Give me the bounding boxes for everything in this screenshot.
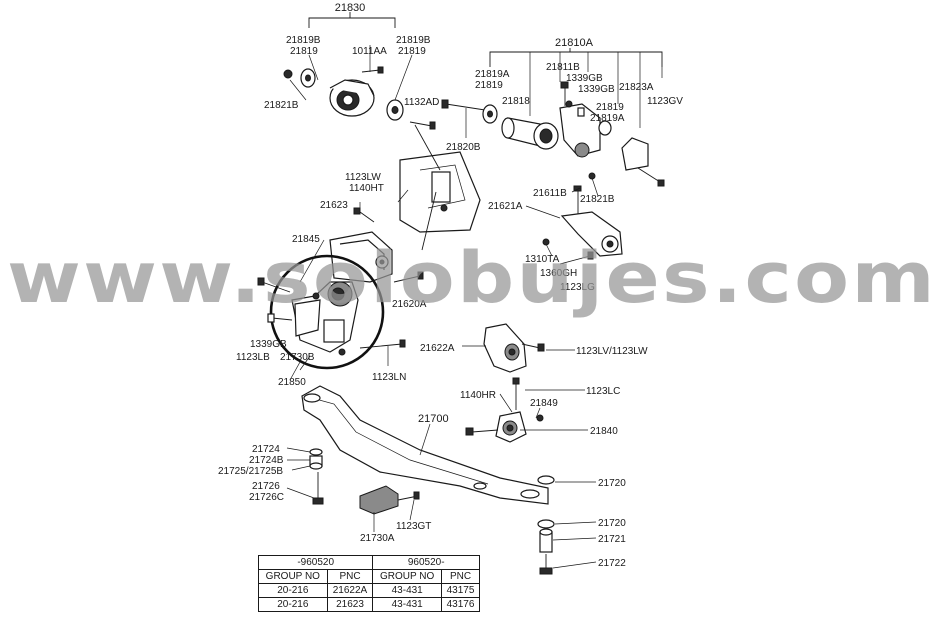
label-1123LB: 1123LB <box>236 352 270 363</box>
label-1123GT: 1123GT <box>396 521 431 532</box>
engine-bracket-21623 <box>329 207 424 283</box>
table-group-header: 960520- <box>372 555 480 570</box>
reference-table: -960520 960520- GROUP NO PNC GROUP NO PN… <box>257 555 480 612</box>
label-1123LV-LW: 1123LV/1123LW <box>576 346 648 357</box>
label-21849: 21849 <box>530 398 558 409</box>
watermark: www.solobujes.com <box>7 237 937 319</box>
table-column-header-row: GROUP NO PNC GROUP NO PNC <box>258 569 480 584</box>
mount-assembly-21830 <box>283 12 436 130</box>
table-row: 20-216 21623 43-431 43176 <box>258 597 480 612</box>
highlight-circle-21845 <box>269 254 385 370</box>
label-21820B: 21820B <box>446 142 481 153</box>
label-1123LN: 1123LN <box>372 372 406 383</box>
label-1360GH: 1360GH <box>540 268 577 279</box>
label-1140HR: 1140HR <box>460 390 496 401</box>
label-21724B: 21724B <box>249 455 284 466</box>
label-21818: 21818 <box>502 96 530 107</box>
leader-lines <box>286 79 599 569</box>
label-21611B: 21611B <box>533 188 567 199</box>
table-column-header: PNC <box>326 569 374 584</box>
label-21819A-mid: 21819A <box>590 113 625 124</box>
label-21730B: 21730B <box>280 352 315 363</box>
part-labels: 21830 21819B 21819 1011AA 21819B 21819 2… <box>218 2 683 569</box>
label-21725: 21725/21725B <box>218 466 283 477</box>
table-cell: 43175 <box>441 583 480 598</box>
label-21620A: 21620A <box>392 299 427 310</box>
label-21823A: 21823A <box>619 82 654 93</box>
label-1011AA: 1011AA <box>352 46 387 57</box>
table-column-header: GROUP NO <box>258 569 328 584</box>
table-row: 20-216 21622A 43-431 43175 <box>258 583 480 598</box>
label-1123LG: 1123LG <box>560 282 595 293</box>
label-21819B-right: 21819B <box>396 35 431 46</box>
label-21724: 21724 <box>252 444 280 455</box>
label-21819-right: 21819 <box>398 46 426 57</box>
label-1310TA: 1310TA <box>525 254 560 265</box>
table-column-header: PNC <box>441 569 480 584</box>
label-1132AD: 1132AD <box>404 97 439 108</box>
label-1339GB-c: 1339GB <box>250 339 287 350</box>
label-21845: 21845 <box>292 234 320 245</box>
table-cell: 21623 <box>326 597 374 612</box>
table-group-header-row: -960520 960520- <box>257 555 480 570</box>
label-21821B-left: 21821B <box>264 100 299 111</box>
bolts-21850 <box>257 277 406 366</box>
table-column-header: GROUP NO <box>372 569 442 584</box>
label-21700: 21700 <box>418 413 449 425</box>
label-21721: 21721 <box>598 534 626 545</box>
label-1123LW-top: 1123LW <box>345 172 381 183</box>
label-21730A: 21730A <box>360 533 395 544</box>
label-21819B-left: 21819B <box>286 35 321 46</box>
transmission-sketch <box>399 124 481 251</box>
table-cell: 43-431 <box>372 597 442 612</box>
label-21722: 21722 <box>598 558 626 569</box>
mount-bracket-21622A <box>483 323 545 373</box>
mount-assembly-21810A <box>482 48 665 187</box>
mount-bracket-21621A <box>542 185 623 265</box>
label-21720-a: 21720 <box>598 478 626 489</box>
label-21821B-right: 21821B <box>580 194 615 205</box>
table-cell: 20-216 <box>258 597 328 612</box>
bushing-stack-left <box>309 448 324 505</box>
bolt-21820B <box>441 99 486 138</box>
table-cell: 43-431 <box>372 583 442 598</box>
label-21850: 21850 <box>278 377 306 388</box>
crossmember-21700 <box>301 385 549 505</box>
label-21622A: 21622A <box>420 343 455 354</box>
label-21840: 21840 <box>590 426 618 437</box>
label-21819A-top: 21819A <box>475 69 510 80</box>
label-1123GV: 1123GV <box>647 96 683 107</box>
label-21819-left: 21819 <box>290 46 318 57</box>
label-1339GB-a: 1339GB <box>566 73 603 84</box>
label-21819-top: 21819 <box>475 80 503 91</box>
label-1123LC: 1123LC <box>586 386 620 397</box>
mount-21840 <box>465 377 544 443</box>
label-21811B: 21811B <box>546 62 580 73</box>
table-cell: 20-216 <box>258 583 328 598</box>
label-1140HT: 1140HT <box>349 183 384 194</box>
label-21830: 21830 <box>335 2 366 14</box>
label-21810A: 21810A <box>555 37 594 49</box>
table-group-header: -960520 <box>257 555 374 570</box>
bracket-21730A <box>359 485 420 515</box>
label-21623: 21623 <box>320 200 348 211</box>
label-21726: 21726 <box>252 481 280 492</box>
table-cell: 43176 <box>441 597 480 612</box>
label-1339GB-b: 1339GB <box>578 84 615 95</box>
label-21621A: 21621A <box>488 201 523 212</box>
label-21819-mid: 21819 <box>596 102 624 113</box>
label-21726C: 21726C <box>249 492 284 503</box>
label-21720-b: 21720 <box>598 518 626 529</box>
bushing-stack-right <box>537 475 555 575</box>
table-cell: 21622A <box>326 583 374 598</box>
